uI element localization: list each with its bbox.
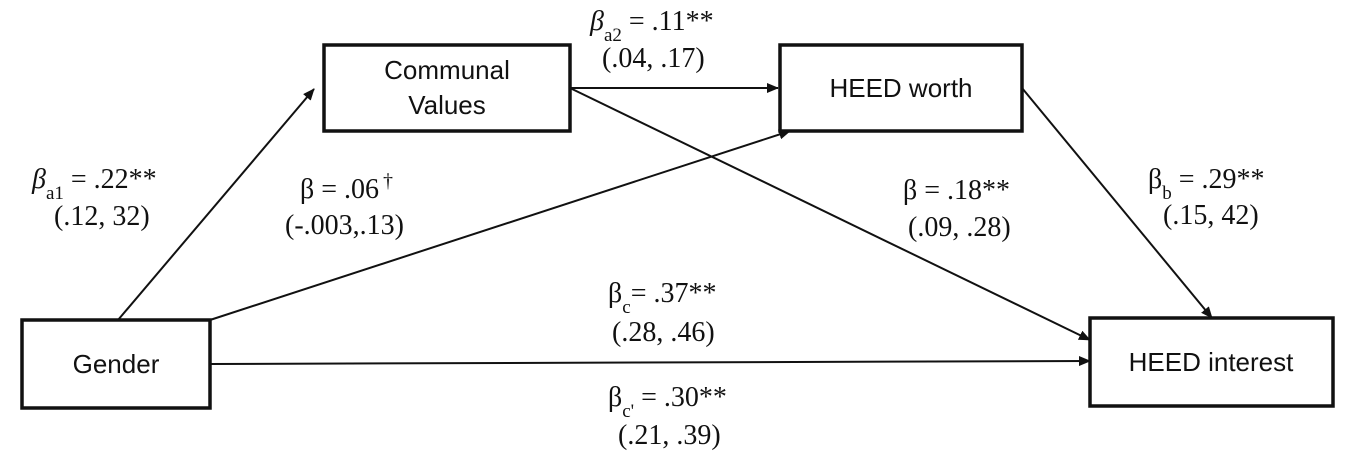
coef-a1: βa1 = .22** (31, 164, 157, 204)
arrow-communal-to-interest (569, 87, 1091, 341)
ci-gender-worth: (-.003,.13) (285, 210, 404, 241)
node-gender-label: Gender (73, 349, 160, 379)
ci-b: (.15, 42) (1163, 200, 1259, 231)
ci-a1: (.12, 32) (54, 201, 150, 232)
coef-b: βb = .29** (1148, 164, 1265, 204)
node-heed-worth-label: HEED worth (829, 73, 972, 103)
label-path-a1: βa1 = .22** (.12, 32) (31, 164, 157, 232)
label-path-c: βc= .37** (.28, .46) (608, 278, 716, 348)
node-heed-interest-label: HEED interest (1129, 347, 1294, 377)
node-heed-worth: HEED worth (778, 43, 1024, 133)
ci-c: (.28, .46) (612, 317, 715, 348)
coef-c: βc= .37** (608, 278, 716, 318)
node-heed-interest: HEED interest (1088, 316, 1335, 408)
coef-a2: βa2 = .11** (589, 6, 714, 46)
label-path-c-prime: βc' = .30** (.21, .39) (608, 382, 727, 451)
coef-c-prime: βc' = .30** (608, 382, 727, 422)
label-path-a2: βa2 = .11** (.04, .17) (589, 6, 714, 74)
ci-a2: (.04, .17) (602, 43, 705, 74)
node-communal-values-line2: Values (408, 90, 486, 120)
node-communal-values-line1: Communal (384, 55, 510, 85)
coef-gender-worth: β = .06† (300, 170, 393, 205)
coef-communal-interest: β = .18** (903, 175, 1010, 206)
node-gender: Gender (20, 318, 212, 410)
node-communal-values: Communal Values (322, 43, 572, 133)
ci-c-prime: (.21, .39) (618, 420, 721, 451)
label-path-b: βb = .29** (.15, 42) (1148, 164, 1265, 231)
arrow-gender-to-communal (117, 88, 315, 321)
label-path-gender-worth: β = .06† (-.003,.13) (285, 170, 404, 241)
arrow-gender-to-worth (209, 129, 791, 321)
ci-communal-interest: (.09, .28) (908, 212, 1011, 243)
label-path-communal-interest: β = .18** (.09, .28) (903, 175, 1011, 243)
arrow-worth-to-interest (1021, 87, 1213, 319)
arrow-gender-to-interest (209, 356, 1091, 367)
